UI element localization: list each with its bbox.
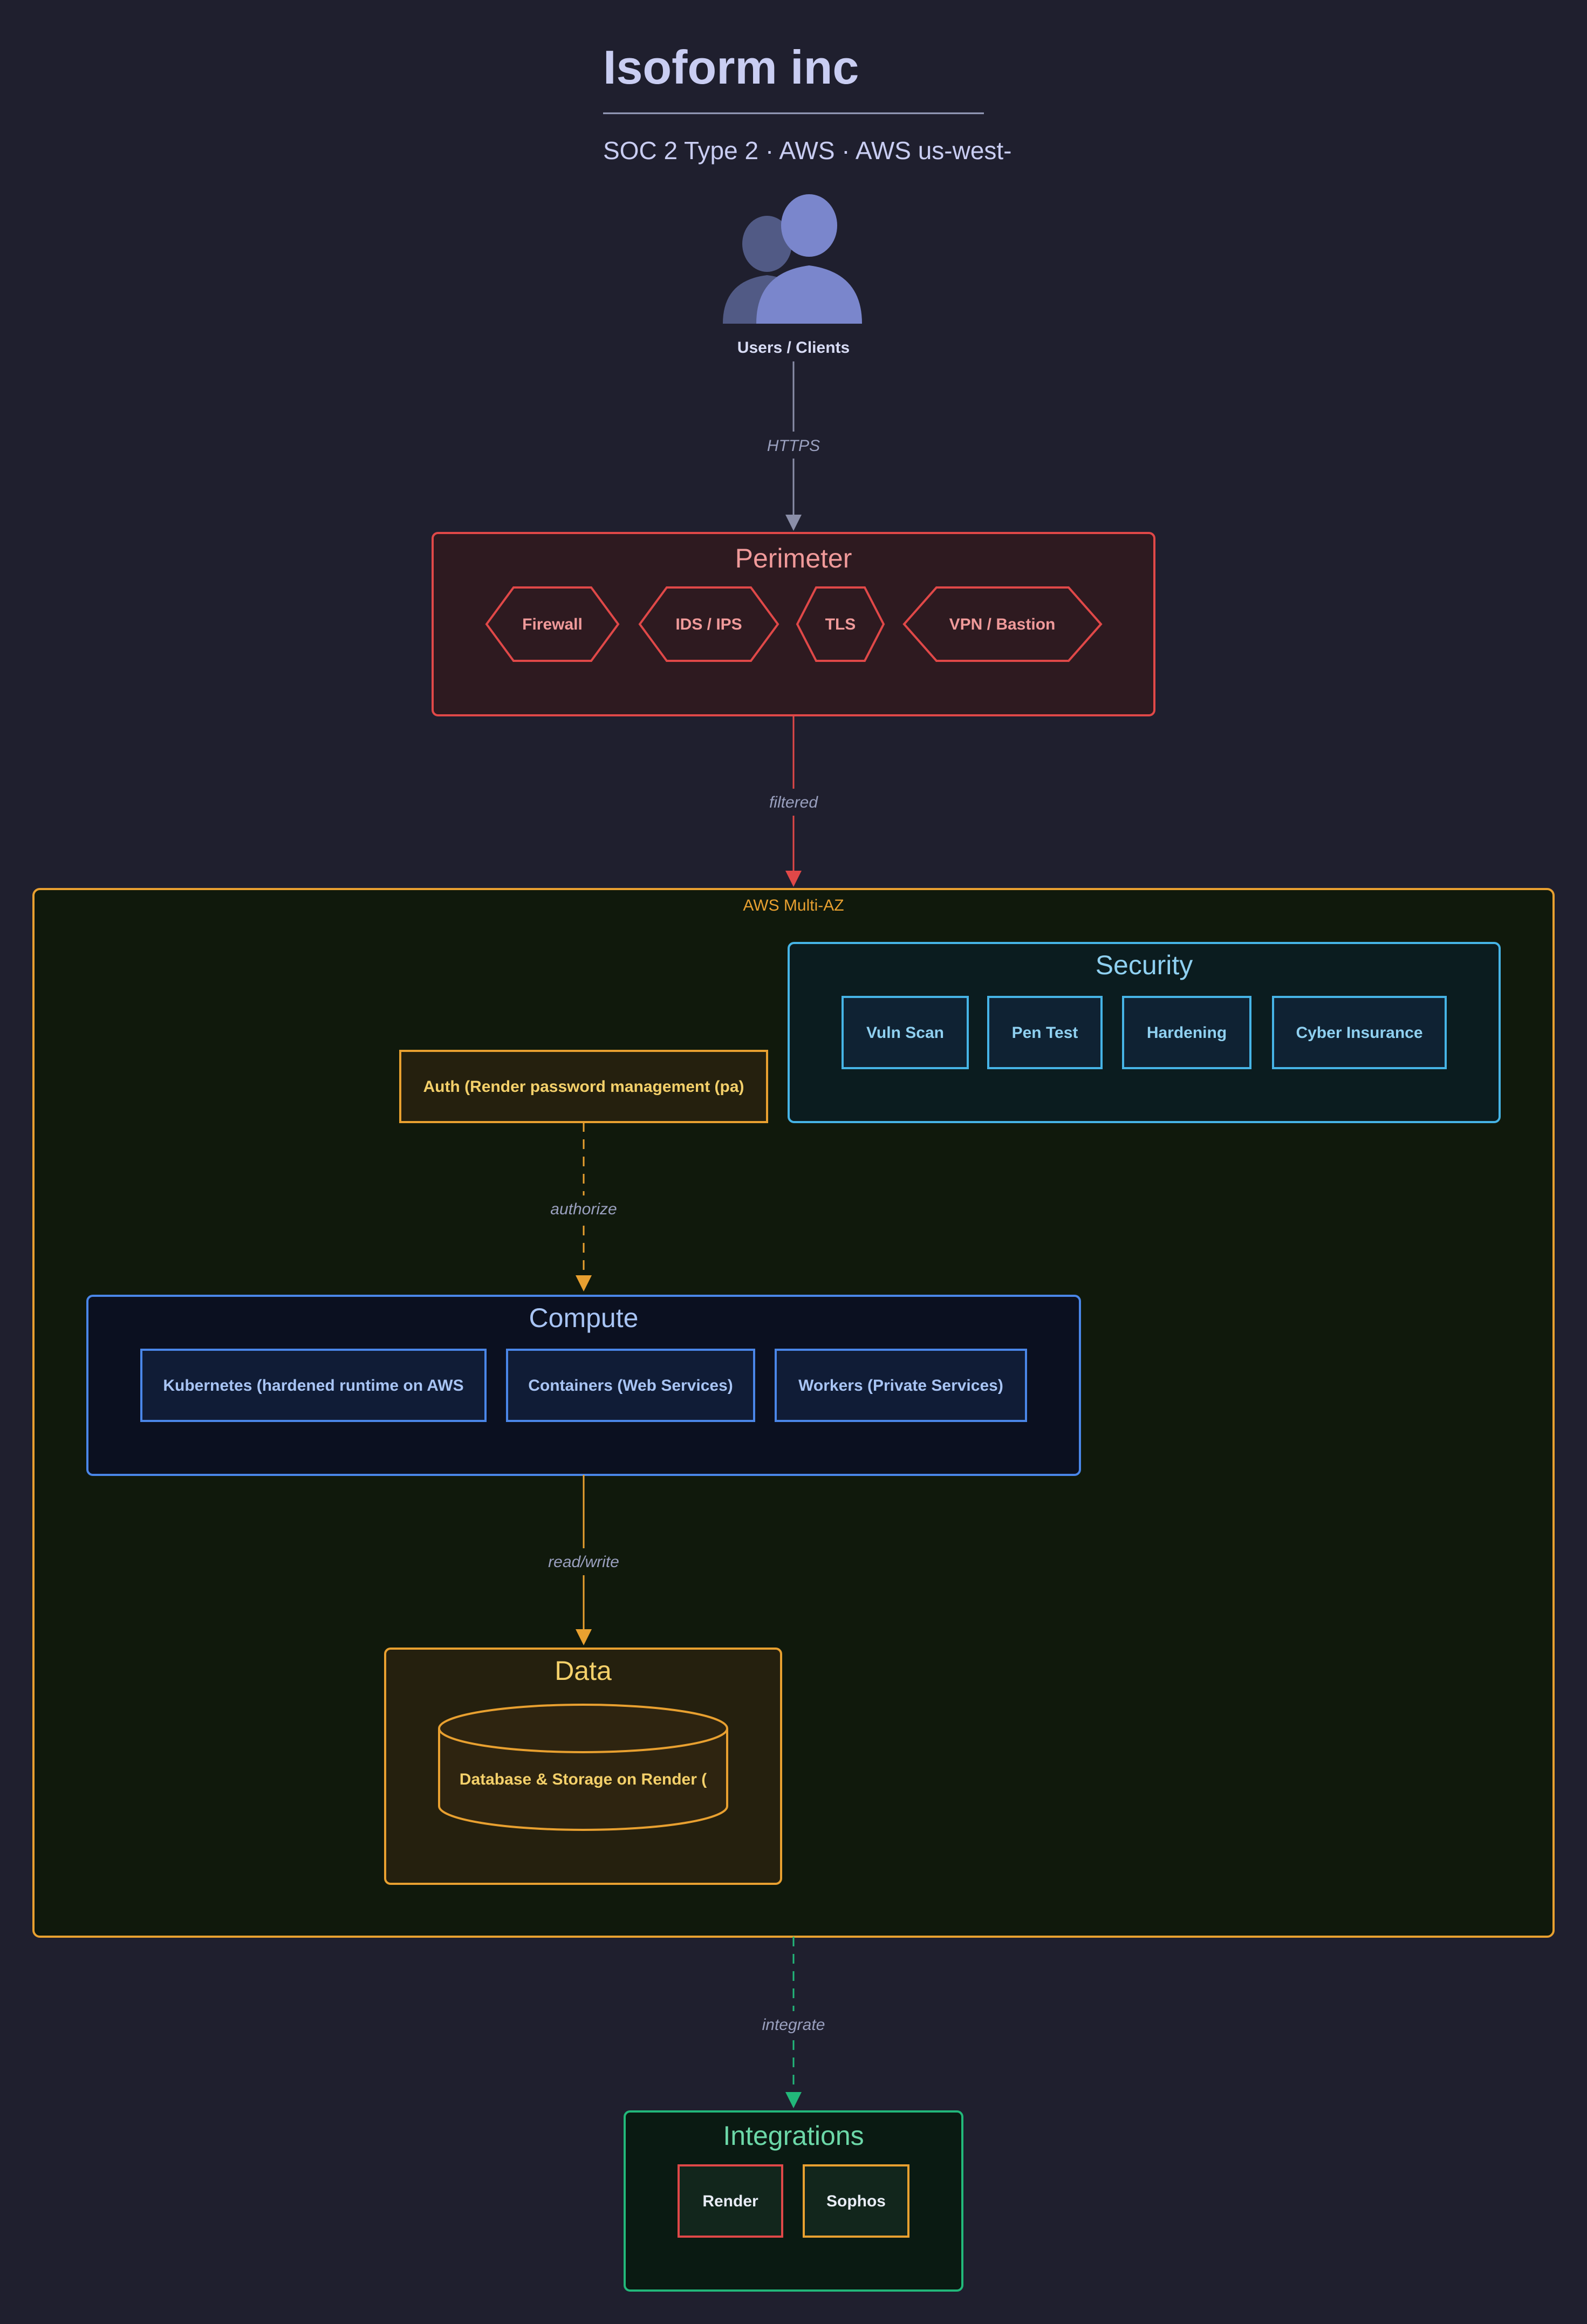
users-label: Users / Clients [737,339,850,357]
edge-label-read-write: read/write [548,1553,619,1571]
firewall-node [485,586,620,662]
database-cylinder [438,1704,728,1831]
hardening-label: Hardening [1147,1024,1227,1042]
ids-ips-label: IDS / IPS [675,616,742,633]
edge-label-filtered: filtered [769,794,818,811]
sophos-label: Sophos [826,2192,886,2210]
tls-node [796,586,885,662]
pen-test-node [987,996,1103,1069]
vuln-scan-node [842,996,969,1069]
firewall-label: Firewall [522,616,583,633]
containers-node [506,1349,755,1422]
pen-test-label: Pen Test [1012,1024,1078,1042]
security-group: Security Vuln Scan Pen Test Hardening Cy… [788,942,1501,1123]
page-subtitle: SOC 2 Type 2 · AWS · AWS us-west- [603,136,1012,165]
vpn-bastion-node [902,586,1103,662]
page-title: Isoform inc [603,40,859,94]
workers-label: Workers (Private Services) [798,1377,1003,1395]
kubernetes-label: Kubernetes (hardened runtime on AWS [163,1377,463,1395]
cyber-insurance-node [1272,996,1447,1069]
containers-label: Containers (Web Services) [528,1377,733,1395]
edge-label-bg [761,789,826,816]
users-icon [723,194,862,324]
edge-label-bg [755,2011,832,2038]
security-title: Security [1096,950,1193,980]
kubernetes-node [140,1349,487,1422]
perimeter-group: Perimeter Firewall IDS / IPS TLS VPN / B… [432,532,1155,716]
data-group: Data Database & Storage on Render ( [384,1648,782,1885]
edge-label-bg [763,432,824,459]
edge-label-https: HTTPS [767,437,820,455]
hardening-node [1122,996,1251,1069]
auth-node [399,1050,768,1123]
vpn-bastion-label: VPN / Bastion [949,616,1056,633]
integrations-title: Integrations [723,2121,864,2151]
render-node [678,2164,783,2238]
compute-title: Compute [529,1303,639,1333]
workers-node [775,1349,1027,1422]
perimeter-title: Perimeter [735,543,852,573]
tls-label: TLS [825,616,856,633]
region-label: AWS Multi-AZ [743,897,844,914]
ids-ips-node [638,586,779,662]
vuln-scan-label: Vuln Scan [866,1024,944,1042]
integrations-group: Integrations Render Sophos [624,2110,963,2292]
cyber-insurance-label: Cyber Insurance [1296,1024,1422,1042]
database-label: Database & Storage on Render ( [460,1771,707,1788]
edge-label-bg [545,1195,623,1222]
sophos-node [803,2164,909,2238]
compute-group: Compute Kubernetes (hardened runtime on … [86,1295,1081,1476]
edge-label-integrate: integrate [762,2016,825,2034]
edge-label-bg [542,1548,626,1575]
data-title: Data [555,1656,612,1686]
auth-label: Auth (Render password management (pa) [423,1078,744,1096]
render-label: Render [702,2192,758,2210]
edge-label-authorize: authorize [550,1200,617,1218]
